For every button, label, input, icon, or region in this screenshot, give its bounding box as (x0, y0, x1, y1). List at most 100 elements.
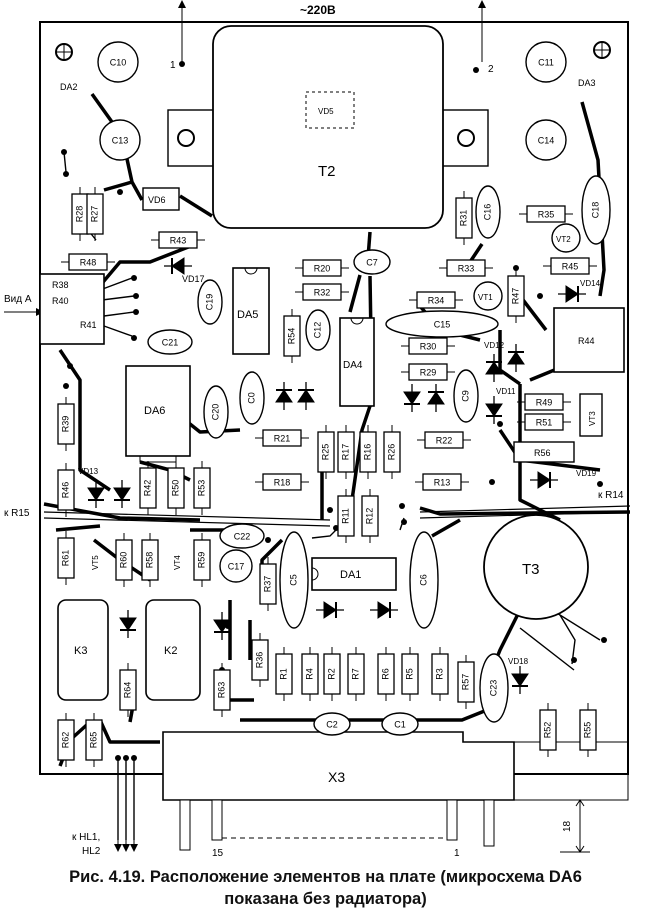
capacitor-c0: C0 (239, 371, 265, 425)
ic-da1 (311, 557, 397, 591)
resistor-r63: R63 (213, 663, 231, 717)
label-hl1: к HL1, (72, 832, 100, 843)
resistor-label: R43 (170, 235, 187, 245)
label-vd13: VD13 (78, 467, 99, 476)
label-r38: R38 (52, 280, 69, 290)
capacitor-c22: C22 (219, 523, 265, 549)
resistor-r18: R18 (255, 473, 309, 491)
capacitor-label: C11 (538, 57, 554, 67)
label-vt5: VT5 (91, 555, 100, 570)
ic-da6 (125, 365, 191, 457)
figure-caption-line2: показана без радиатора) (224, 890, 427, 908)
capacitor-c14: C14 (525, 119, 567, 161)
resistor-r43: R43 (151, 231, 205, 249)
resistor-label: R34 (428, 295, 445, 305)
resistor-label: R47 (510, 288, 520, 305)
label-r44: R44 (578, 336, 595, 346)
resistor-r20: R20 (295, 259, 349, 277)
capacitor-c11: C11 (525, 41, 567, 83)
resistor-label: R54 (286, 328, 296, 345)
diode-symbol (403, 384, 421, 412)
resistor-r51: R51 (517, 413, 571, 431)
resistor-r7: R7 (347, 647, 365, 701)
label-dim18: 18 (562, 820, 573, 832)
resistor-r30: R30 (401, 337, 455, 355)
terminal-block-left (39, 273, 105, 345)
diode-symbol (119, 610, 137, 638)
resistor-label: R58 (144, 552, 154, 569)
capacitor-c12: C12 (305, 309, 331, 351)
capacitor-label: C22 (234, 531, 251, 541)
resistor-r45: R45 (543, 257, 597, 275)
resistor-r58: R58 (141, 533, 159, 587)
label-terminal-2: 2 (488, 64, 494, 75)
resistor-r36: R36 (251, 633, 269, 687)
resistor-r47: R47 (507, 269, 525, 323)
relay-k3 (57, 599, 109, 701)
resistor-label: R25 (320, 444, 330, 461)
capacitor-label: C1 (394, 719, 406, 729)
capacitor-label: C10 (110, 57, 127, 67)
resistor-label: R45 (562, 261, 579, 271)
transformer-t3 (483, 514, 589, 620)
capacitor-c21: C21 (147, 329, 193, 355)
resistor-label: R61 (60, 550, 70, 567)
resistor-r35: R35 (519, 205, 573, 223)
resistor-r27: R27 (86, 187, 104, 241)
resistor-label: R39 (60, 416, 70, 433)
capacitor-label: C21 (162, 337, 179, 347)
resistor-r11: R11 (337, 489, 355, 543)
resistor-label: R57 (460, 674, 470, 691)
resistor-r64: R64 (119, 663, 137, 717)
capacitor-label: C23 (488, 680, 498, 697)
resistor-label: R29 (420, 367, 437, 377)
resistor-r60: R60 (115, 533, 133, 587)
label-k3: K3 (74, 645, 87, 657)
resistor-label: R13 (434, 477, 451, 487)
capacitor-label: C18 (590, 202, 600, 219)
label-terminal-1: 1 (170, 60, 176, 71)
resistor-label: R42 (142, 480, 152, 497)
label-vd19: VD19 (576, 469, 597, 478)
resistor-label: R18 (274, 477, 291, 487)
resistor-label: R35 (538, 209, 555, 219)
resistor-label: R17 (340, 444, 350, 461)
label-da3: DA3 (578, 78, 596, 88)
resistor-r55: R55 (579, 703, 597, 757)
resistor-r50: R50 (167, 461, 185, 515)
vt3-box (579, 393, 603, 437)
capacitor-c2: C2 (313, 712, 351, 736)
label-r41: R41 (80, 320, 97, 330)
label-vd5: VD5 (318, 107, 334, 116)
resistor-label: R26 (386, 444, 396, 461)
diode-symbol (297, 382, 315, 410)
resistor-r26: R26 (383, 425, 401, 479)
label-supply: ~220В (300, 3, 336, 17)
label-hl2: HL2 (82, 846, 101, 857)
resistor-r57: R57 (457, 655, 475, 709)
resistor-label: R63 (216, 682, 226, 699)
resistor-label: R30 (420, 341, 437, 351)
resistor-label: R52 (542, 722, 552, 739)
capacitor-label: C19 (204, 294, 214, 311)
resistor-r16: R16 (359, 425, 377, 479)
label-vd12: VD12 (484, 341, 505, 350)
resistor-r3: R3 (431, 647, 449, 701)
diodes (87, 257, 586, 694)
capacitor-c19: C19 (197, 279, 223, 325)
capacitor-label: C20 (210, 404, 220, 421)
transistor-vt1 (473, 281, 503, 311)
capacitor-label: C15 (434, 319, 451, 329)
resistor-label: R46 (60, 482, 70, 499)
ic-da5 (232, 267, 270, 355)
connector-x3-body (162, 731, 515, 801)
resistor-r53: R53 (193, 461, 211, 515)
resistor-r1: R1 (275, 647, 293, 701)
capacitor-c15: C15 (385, 310, 499, 338)
resistor-r4: R4 (301, 647, 319, 701)
capacitor-label: C0 (246, 392, 256, 404)
connector-pin (446, 799, 458, 841)
resistor-label: R65 (88, 732, 98, 749)
resistor-r62: R62 (57, 713, 75, 767)
